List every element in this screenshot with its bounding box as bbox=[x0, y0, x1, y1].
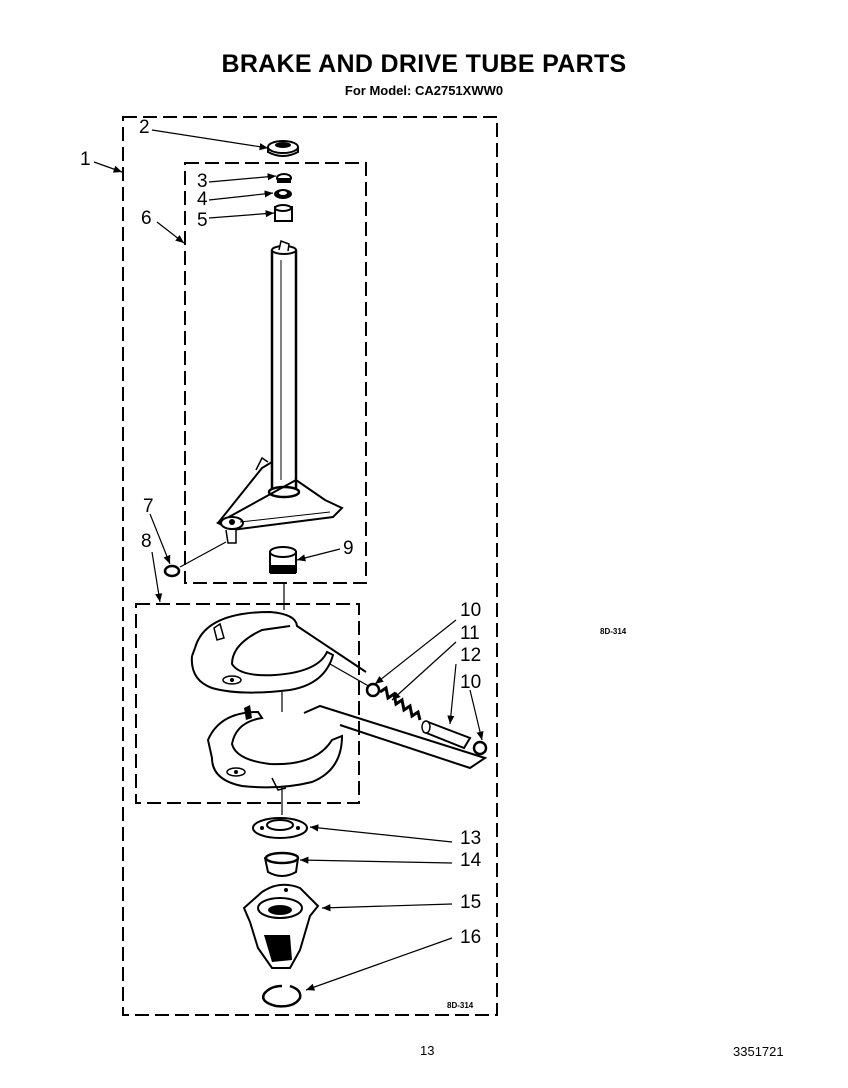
part-5-bushing bbox=[274, 204, 293, 222]
drive-tube-group-boundary bbox=[184, 162, 367, 584]
part-14-ring bbox=[263, 851, 300, 877]
brake-shoe-lower bbox=[206, 704, 488, 791]
callout-1: 1 bbox=[80, 149, 91, 170]
callout-9: 9 bbox=[343, 538, 354, 559]
part-7-washer bbox=[163, 541, 227, 578]
callout-4: 4 bbox=[197, 189, 208, 210]
part-3-washer bbox=[276, 173, 292, 183]
callout-2: 2 bbox=[139, 117, 150, 138]
brake-group-boundary bbox=[135, 603, 360, 804]
callout-3: 3 bbox=[197, 171, 208, 192]
callout-5: 5 bbox=[197, 210, 208, 231]
callout-8: 8 bbox=[141, 531, 152, 552]
side-diagram-code: 8D-314 bbox=[600, 627, 627, 636]
callout-13: 13 bbox=[460, 828, 482, 849]
callout-16: 16 bbox=[460, 927, 482, 948]
document-number: 3351721 bbox=[733, 1044, 784, 1059]
callout-6: 6 bbox=[141, 208, 152, 229]
assembly-boundary-outer bbox=[122, 116, 498, 1016]
page-title: BRAKE AND DRIVE TUBE PARTS bbox=[221, 50, 627, 78]
part-16-snap-ring bbox=[262, 984, 302, 1008]
brake-shoe-upper bbox=[190, 610, 367, 694]
callout-15: 15 bbox=[460, 892, 482, 913]
part-15-housing bbox=[242, 883, 320, 969]
spring-assembly bbox=[329, 663, 488, 756]
part-2-seal bbox=[267, 140, 299, 157]
callout-12: 12 bbox=[460, 645, 482, 666]
callout-10-lower: 10 bbox=[460, 672, 482, 693]
part-13-plate bbox=[252, 817, 308, 839]
page-number: 13 bbox=[420, 1043, 435, 1058]
drive-tube bbox=[215, 239, 344, 544]
callout-10-upper: 10 bbox=[460, 600, 482, 621]
part-4-bearing bbox=[274, 189, 292, 199]
callout-7: 7 bbox=[143, 496, 154, 517]
model-subtitle: For Model: CA2751XWW0 bbox=[344, 83, 504, 98]
callout-11: 11 bbox=[460, 623, 480, 644]
callout-14: 14 bbox=[460, 850, 482, 871]
part-9-bushing bbox=[269, 546, 297, 574]
diagram-code: 8D-314 bbox=[447, 1001, 474, 1010]
leader-lines bbox=[93, 129, 484, 991]
